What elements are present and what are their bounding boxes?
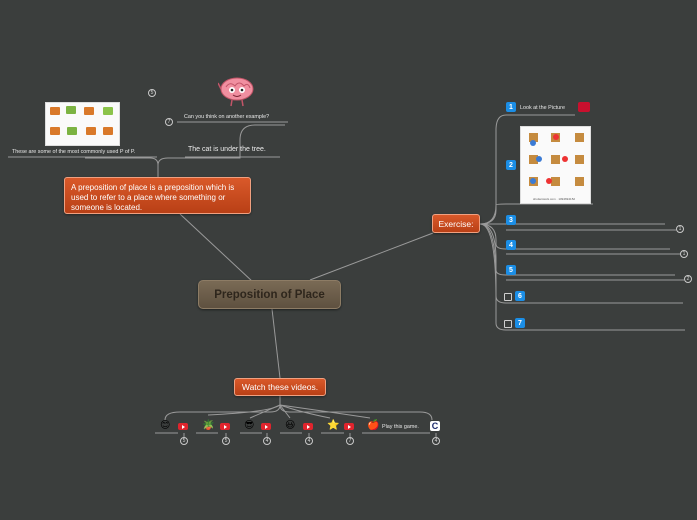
example-question: Can you think on another example?: [184, 114, 270, 120]
box-picture: [50, 127, 60, 135]
exercise-item-5-count[interactable]: 2: [684, 275, 692, 283]
definition-node[interactable]: A preposition of place is a preposition …: [64, 177, 251, 214]
youtube-video-2-icon[interactable]: [220, 423, 230, 430]
videos-label: Watch these videos.: [241, 382, 319, 392]
ball-picture: [66, 106, 76, 114]
definition-text: A preposition of place is a preposition …: [71, 183, 235, 212]
youtube-video-5-icon[interactable]: [344, 423, 354, 430]
canva-link-icon[interactable]: [578, 102, 590, 112]
videos-node[interactable]: Watch these videos.: [234, 378, 326, 396]
youtube-video-1-icon[interactable]: [178, 423, 188, 430]
grin-icon: 😃: [285, 420, 296, 431]
video-5-count[interactable]: 7: [346, 437, 354, 445]
video-3-count[interactable]: 4: [263, 437, 271, 445]
exercise-item-4-count[interactable]: 1: [680, 250, 688, 258]
example-count-badge-top[interactable]: 5: [148, 89, 156, 97]
example-count-badge[interactable]: 7: [165, 118, 173, 126]
exercise-number-7: 7: [515, 318, 525, 328]
exercise-node[interactable]: Exercise:: [432, 214, 480, 233]
exercise-number-5: 5: [506, 265, 516, 275]
ball-picture: [103, 107, 113, 115]
apple-icon: 🍎: [367, 420, 380, 431]
exercise-number-3: 3: [506, 215, 516, 225]
game-link-text[interactable]: Play this game.: [382, 424, 419, 430]
game-count[interactable]: 4: [432, 437, 440, 445]
star-icon: ⭐: [327, 420, 340, 431]
exercise-label: Exercise:: [438, 218, 474, 229]
images-caption: These are some of the most commonly used…: [12, 149, 136, 155]
youtube-video-4-icon[interactable]: [303, 423, 313, 430]
box-picture: [103, 127, 113, 135]
ball-picture: [67, 127, 77, 135]
exercise-number-6: 6: [515, 291, 525, 301]
exercise-picture-caption: shutterstock.com · 1094694152: [533, 197, 576, 201]
exercise-item-6-checkbox[interactable]: [504, 293, 512, 301]
exercise-item-7-checkbox[interactable]: [504, 320, 512, 328]
exercise-picture[interactable]: [520, 126, 591, 204]
video-2-count[interactable]: 5: [222, 437, 230, 445]
box-picture: [84, 107, 94, 115]
exercise-number-1: 1: [506, 102, 516, 112]
prepositions-image[interactable]: [45, 102, 120, 146]
video-4-count[interactable]: 4: [305, 437, 313, 445]
brain-icon: [217, 75, 256, 108]
smiley-icon: 😊: [160, 420, 171, 431]
video-1-count[interactable]: 5: [180, 437, 188, 445]
exercise-item-1-text[interactable]: Look at the Picture: [520, 105, 565, 111]
exercise-item-3-count[interactable]: 1: [676, 225, 684, 233]
game-site-icon[interactable]: C: [430, 421, 440, 431]
exercise-number-4: 4: [506, 240, 516, 250]
plant-pot-icon: 🪴: [202, 420, 215, 431]
box-picture: [50, 107, 60, 115]
central-topic-label: Preposition of Place: [214, 288, 325, 301]
example-answer: The cat is under the tree.: [188, 146, 266, 153]
youtube-video-3-icon[interactable]: [261, 423, 271, 430]
sunglasses-face-icon: 😎: [244, 420, 255, 431]
exercise-number-2: 2: [506, 160, 516, 170]
central-topic[interactable]: Preposition of Place: [198, 280, 341, 309]
box-picture: [86, 127, 96, 135]
